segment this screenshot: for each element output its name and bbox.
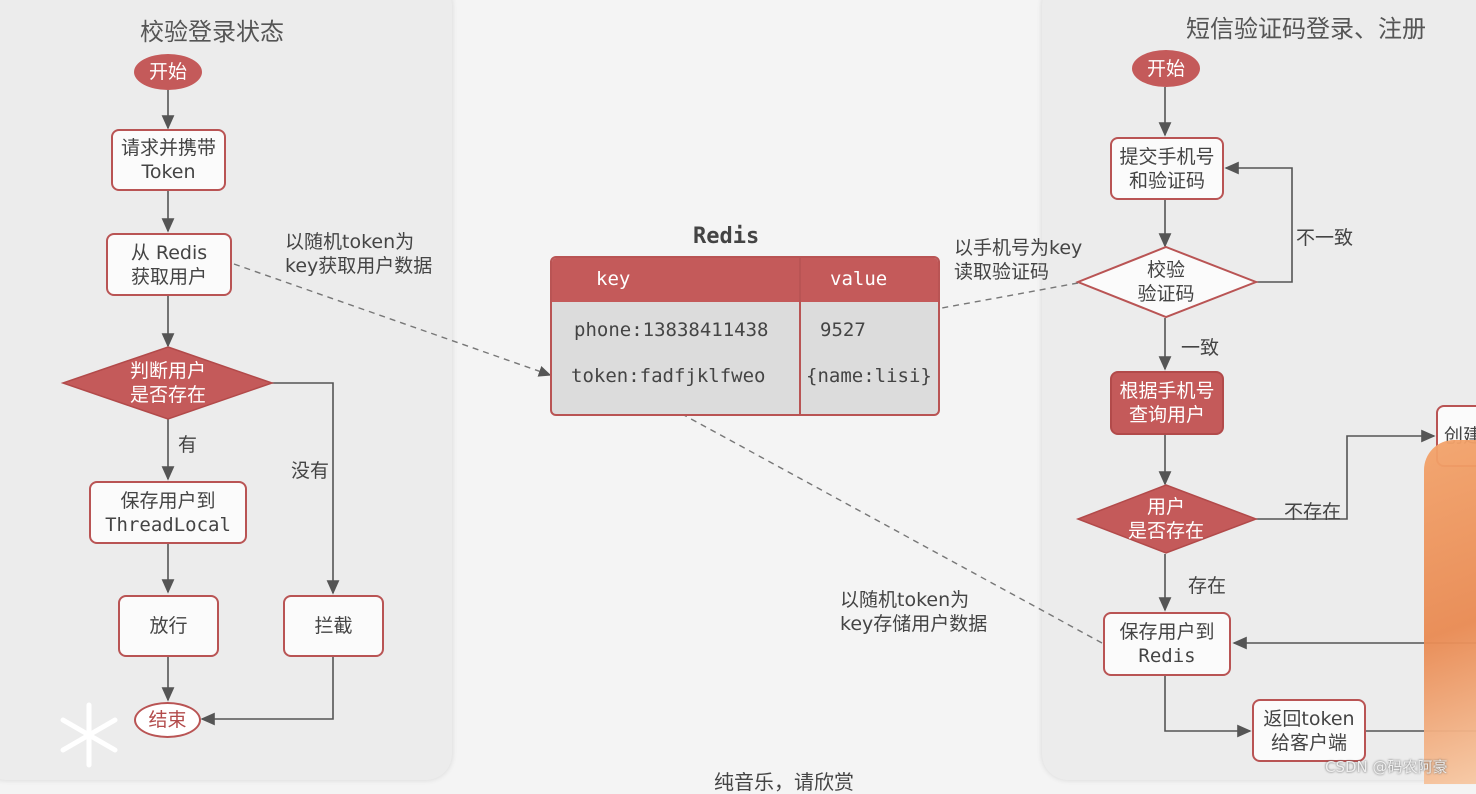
save-redis-text: 保存用户到 Redis (1119, 621, 1215, 667)
left-panel-title: 校验登录状态 (140, 18, 284, 46)
col-key-header: key (596, 268, 631, 290)
user-exists-diamond (1075, 484, 1259, 554)
right-panel-title: 短信验证码登录、注册 (1186, 15, 1426, 43)
fetch-user-node: 从 Redis 获取用户 (106, 233, 232, 296)
check-user-diamond (60, 346, 275, 420)
watermark: CSDN @码农阿豪 (1325, 758, 1448, 776)
col-value-header: value (830, 268, 888, 290)
save-redis-node: 保存用户到 Redis (1103, 612, 1231, 676)
subtitle-text: 纯音乐，请欣赏 (714, 770, 854, 794)
left-start-node: 开始 (134, 54, 202, 90)
redis-row-value: 9527 (820, 319, 866, 341)
label-match: 一致 (1181, 337, 1220, 359)
annotation-read-token: 以随机token为 key获取用户数据 (285, 231, 433, 277)
arrow-save-return (1164, 676, 1252, 738)
annotation-read-phone: 以手机号为key 读取验证码 (954, 237, 1083, 283)
arrow-exists-create (1256, 429, 1436, 520)
annotation-store-token: 以随机token为 key存储用户数据 (840, 589, 988, 635)
label-not-exist: 不存在 (1284, 501, 1342, 523)
verify-code-diamond (1075, 245, 1259, 319)
redis-row-key: phone:13838411438 (574, 319, 769, 341)
dashed-save-redis (658, 401, 1103, 644)
label-exist: 存在 (1188, 575, 1227, 597)
intercept-node: 拦截 (283, 595, 384, 657)
arrow-intercept-end (200, 657, 334, 726)
label-no: 没有 (291, 460, 330, 482)
redis-row-key: token:fadfjklfweo (571, 365, 766, 387)
query-user-node: 根据手机号 查询用户 (1110, 371, 1224, 435)
redis-column-divider (799, 258, 801, 414)
arrow-check-intercept (272, 382, 340, 595)
right-start-node: 开始 (1132, 50, 1200, 87)
label-mismatch: 不一致 (1296, 227, 1354, 249)
return-token-text: 返回token 给客户端 (1263, 707, 1355, 754)
redis-table-header (552, 258, 938, 302)
snowflake-icon (60, 702, 118, 768)
pass-node: 放行 (118, 595, 219, 657)
redis-row-value: {name:lisi} (806, 365, 932, 387)
redis-table: key value phone:13838411438 9527 token:f… (550, 256, 940, 416)
user-exists-label: 用户 是否存在 (1127, 496, 1204, 542)
request-token-node: 请求并携带 Token (111, 129, 226, 191)
return-token-node: 返回token 给客户端 (1252, 699, 1366, 762)
left-end-node: 结束 (134, 702, 201, 738)
submit-phone-node: 提交手机号 和验证码 (1110, 137, 1224, 200)
redis-title: Redis (693, 224, 760, 249)
save-threadlocal-node: 保存用户到 ThreadLocal (89, 481, 247, 544)
anime-character-image (1424, 440, 1476, 784)
check-user-label: 判断用户 是否存在 (129, 360, 206, 406)
arrow-verify-mismatch (1224, 161, 1293, 283)
verify-code-label: 校验 验证码 (1137, 259, 1195, 305)
dashed-fetch-redis (233, 263, 552, 377)
label-yes: 有 (178, 434, 198, 456)
